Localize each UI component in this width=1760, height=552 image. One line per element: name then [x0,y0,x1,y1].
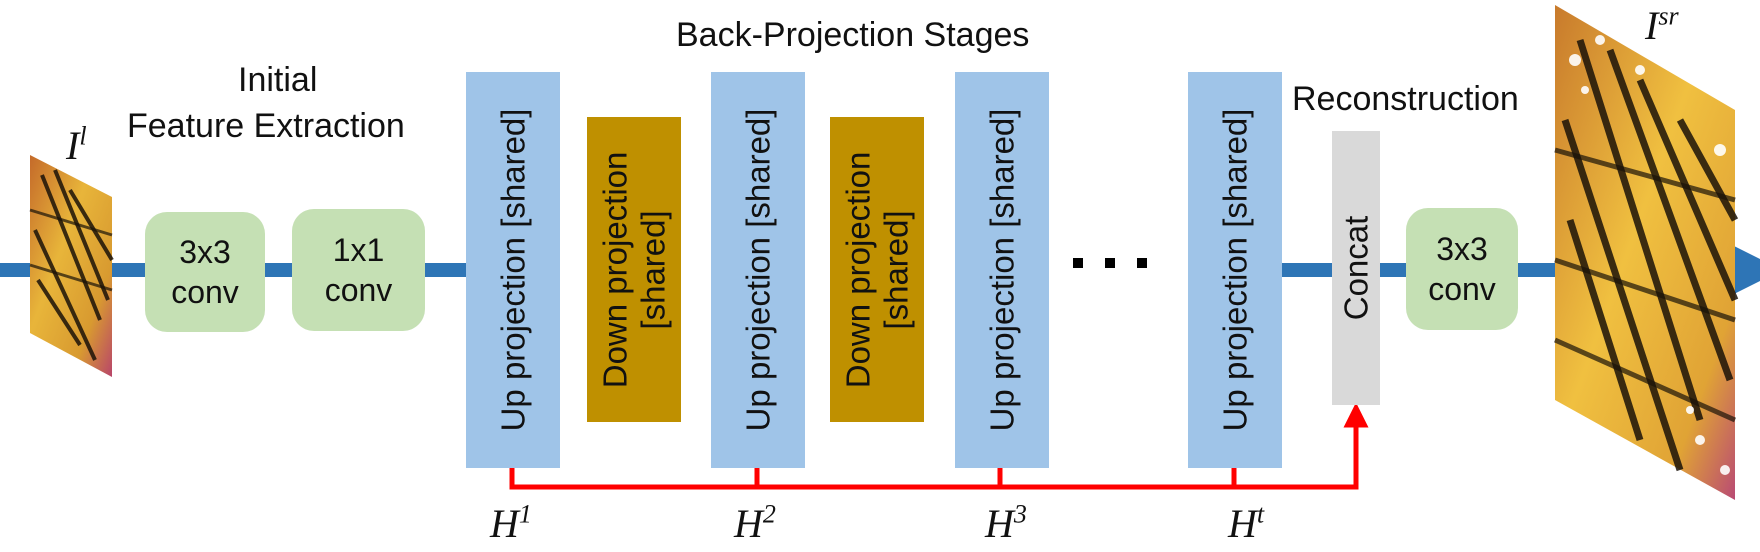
up-projection-block-1: Up projection [shared] [466,72,560,468]
concat-block: Concat [1332,131,1380,405]
title-reconstruction: Reconstruction [1292,80,1519,118]
up-projection-block-2: Up projection [shared] [711,72,805,468]
output-image [1553,5,1739,500]
input-image [29,155,114,377]
down-projection-block-1: Down projection[shared] [587,117,681,422]
feature-label-h1: H1 [490,499,532,546]
feature-label-h2: H2 [734,499,776,546]
up-projection-block-t: Up projection [shared] [1188,72,1282,468]
up-projection-block-3: Up projection [shared] [955,72,1049,468]
ellipsis-more-stages [1073,258,1147,268]
skip-connection-bus [509,402,1369,490]
title-back-projection-stages: Back-Projection Stages [676,16,1030,54]
title-feature-extraction: Feature Extraction [127,107,405,145]
input-label: Il [66,121,87,168]
down-projection-block-2: Down projection[shared] [830,117,924,422]
title-initial: Initial [238,61,318,99]
output-label: Isr [1645,1,1679,48]
feature-label-h3: H3 [985,499,1027,546]
feature-label-ht: Ht [1228,499,1265,546]
